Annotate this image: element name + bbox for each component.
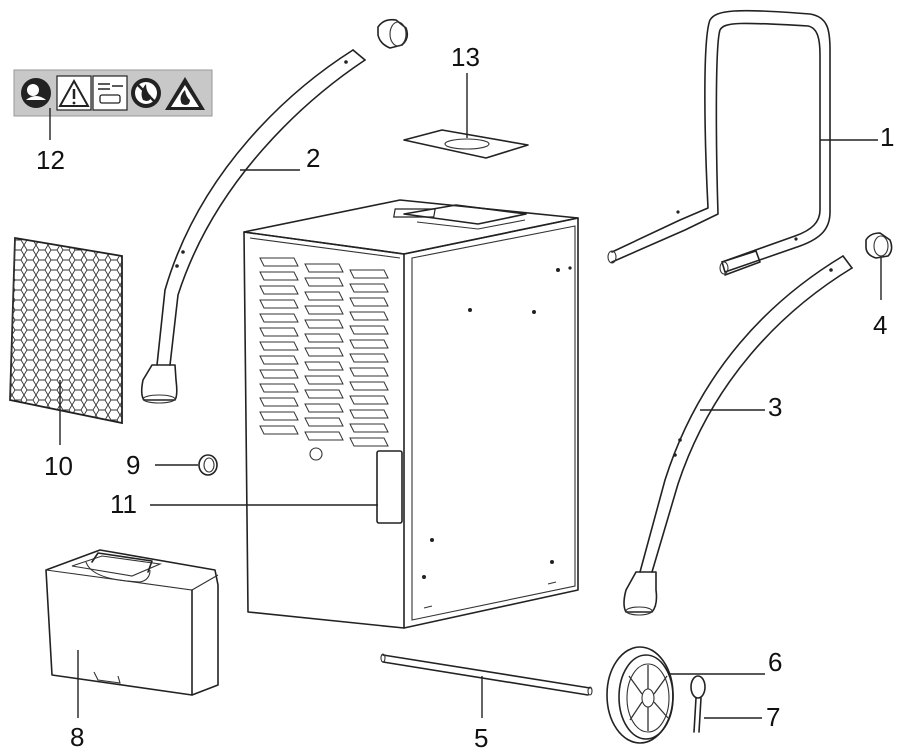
- flammable-icon: [165, 77, 205, 110]
- part-number-5: 5: [474, 723, 488, 753]
- dehumidifier-body: [243, 199, 579, 629]
- part-number-10: 10: [44, 451, 73, 481]
- drain-plug: [198, 454, 218, 476]
- warning-triangle-icon: [56, 75, 92, 111]
- part-number-12: 12: [36, 145, 65, 175]
- part-number-8: 8: [70, 722, 84, 752]
- wheel: [606, 646, 674, 744]
- handle: [607, 9, 831, 276]
- part-number-4: 4: [873, 310, 887, 340]
- protective-gear-icon: [21, 78, 51, 108]
- part-number-11: 11: [110, 489, 137, 519]
- cotter-pin: [690, 675, 706, 733]
- axle: [380, 653, 593, 696]
- part-number-6: 6: [768, 647, 782, 677]
- hose-left: [140, 49, 366, 404]
- part-number-13: 13: [451, 42, 480, 72]
- part-number-3: 3: [768, 392, 782, 422]
- hose-right: [623, 255, 853, 616]
- part-number-7: 7: [766, 702, 780, 732]
- part-number-9: 9: [126, 450, 140, 480]
- no-fire-icon: [131, 78, 161, 108]
- water-tank: [45, 549, 219, 696]
- warning-label-strip: [13, 69, 213, 117]
- water-level-window: [376, 450, 403, 524]
- part-number-2: 2: [306, 143, 320, 173]
- read-manual-icon: [92, 75, 128, 111]
- front-louvers: [259, 257, 389, 447]
- hose-cap-right: [865, 232, 893, 259]
- air-filter: [9, 236, 123, 425]
- hose-cap-left: [377, 18, 409, 49]
- cover-plate: [403, 129, 529, 159]
- part-number-1: 1: [880, 122, 894, 152]
